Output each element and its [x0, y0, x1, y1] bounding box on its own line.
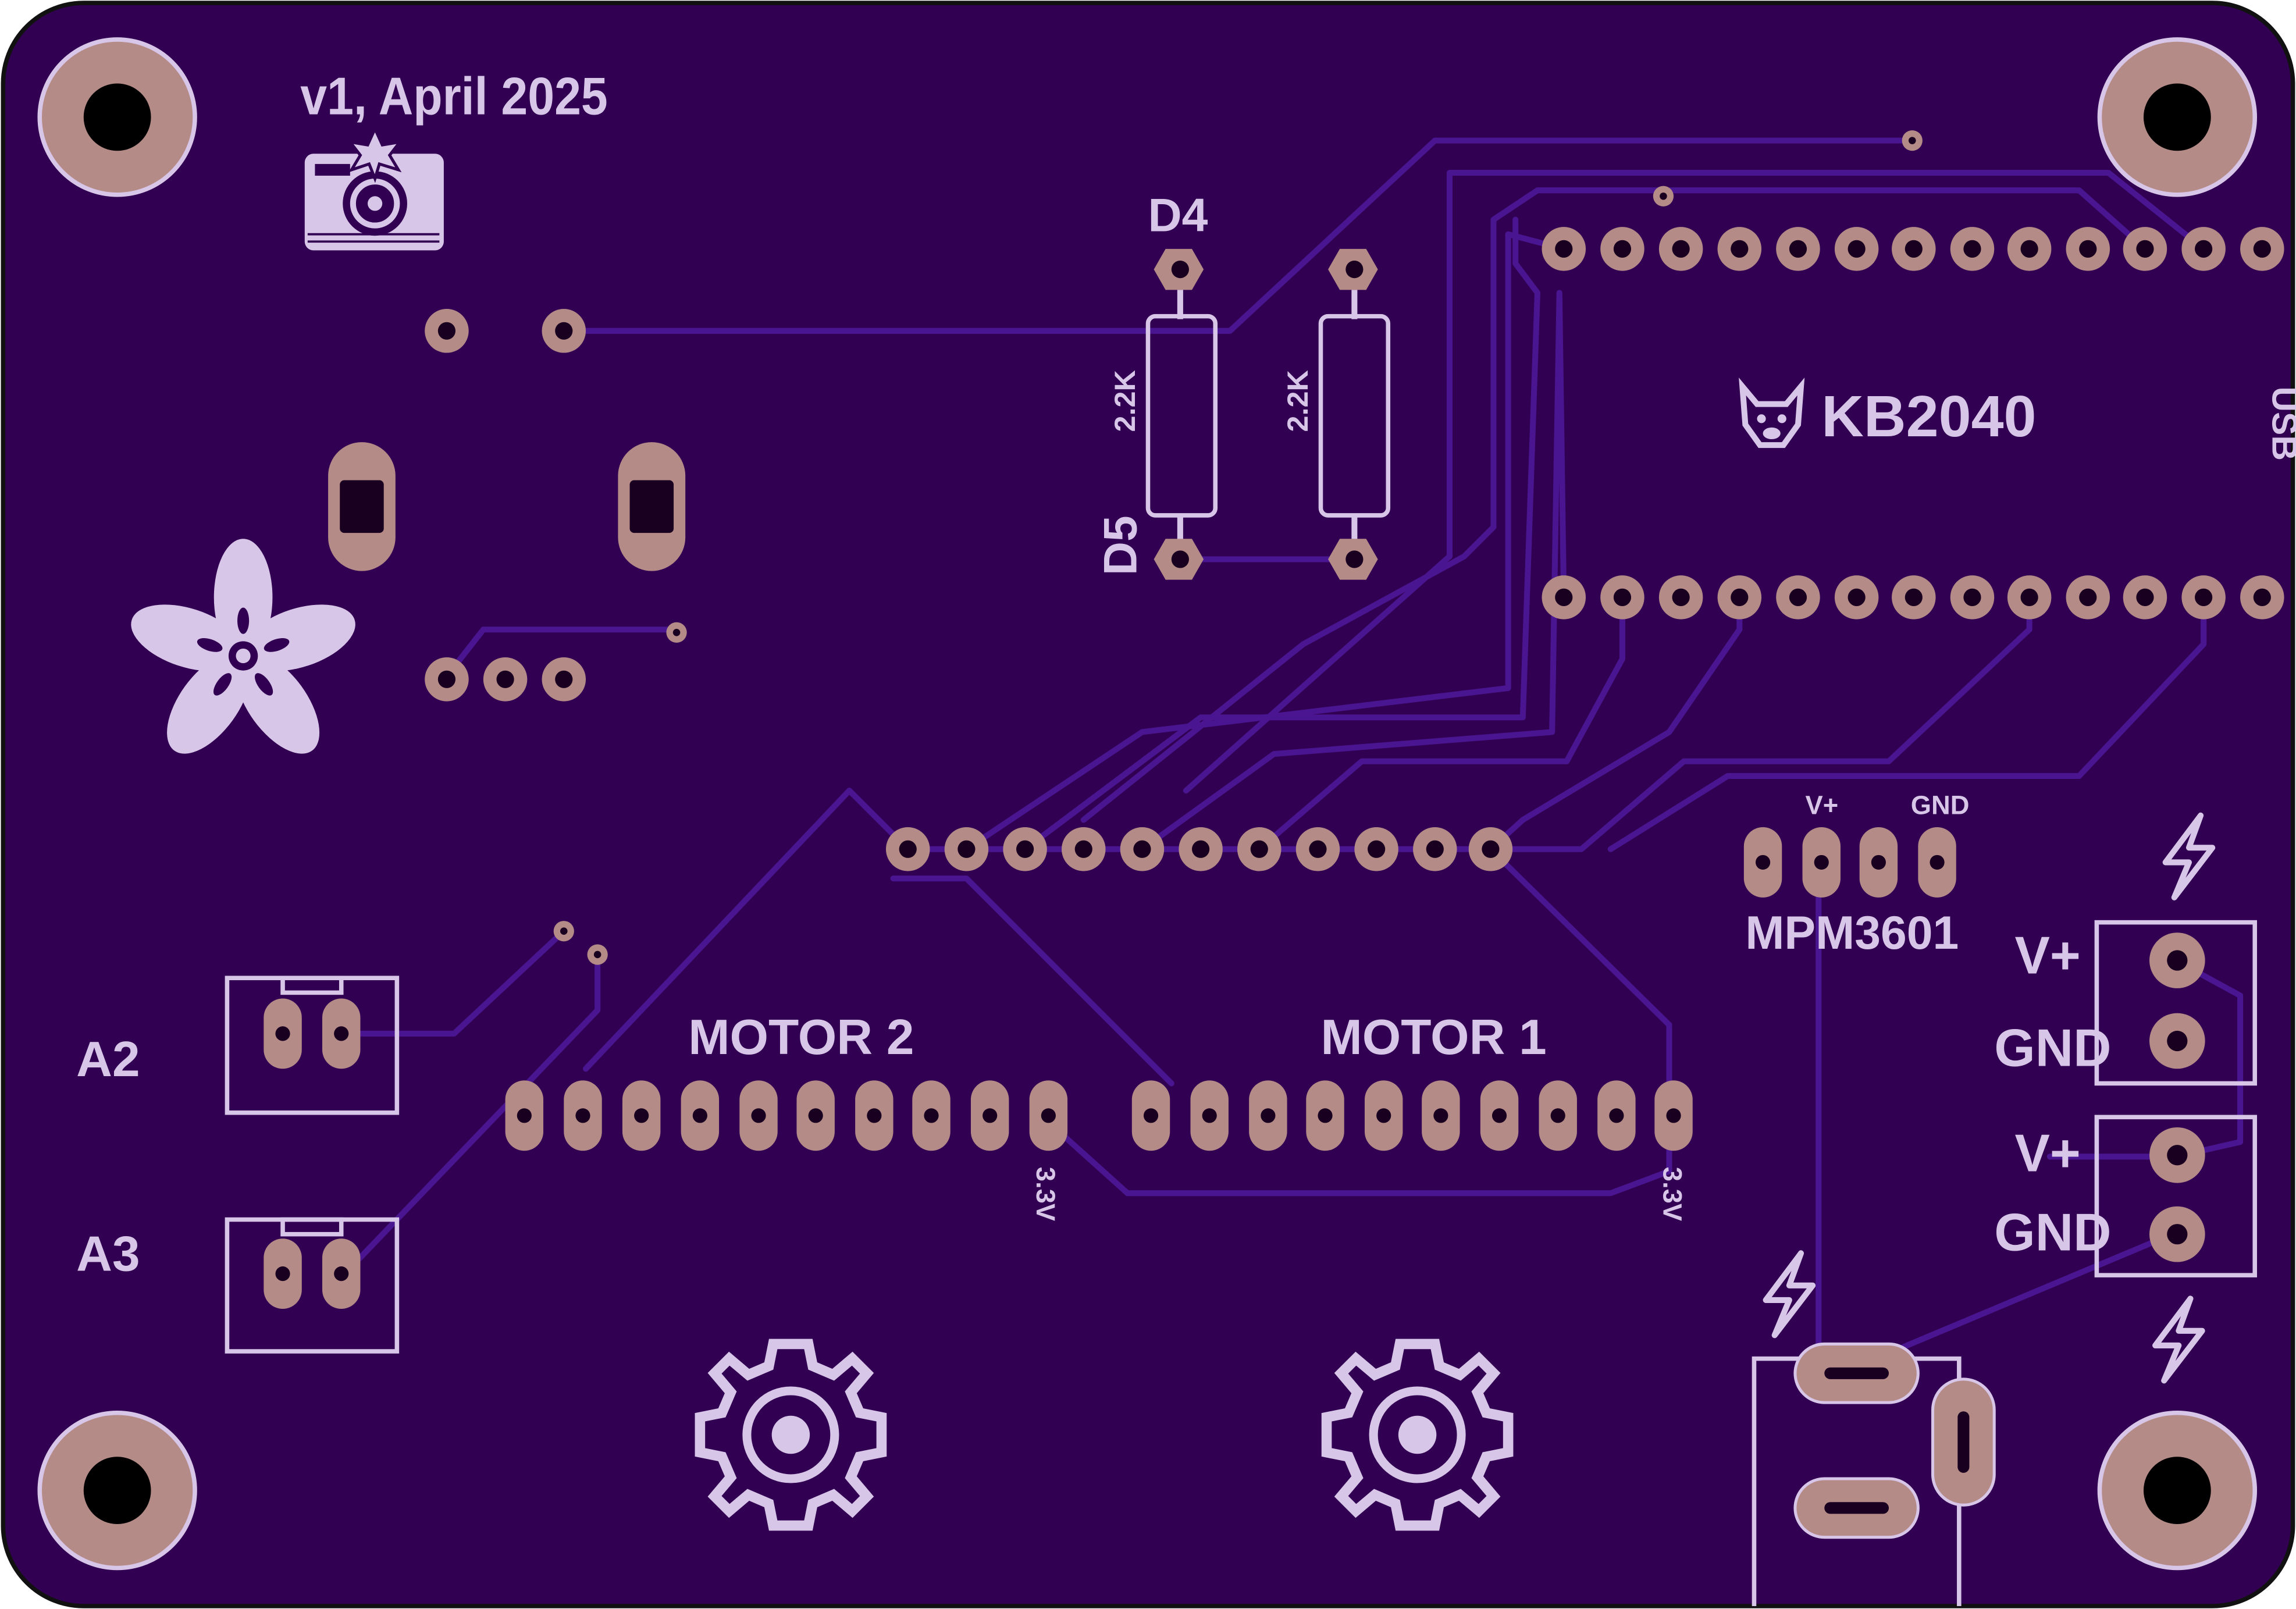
motor1-label: MOTOR 1: [1320, 1010, 1546, 1065]
kb2040-bottom-row-pins: [1542, 575, 2284, 620]
version-label: v1, April 2025: [300, 67, 608, 126]
motor1-voltage-label: 3.3V: [1657, 1167, 1687, 1221]
regulator-vplus-label: V+: [1806, 790, 1839, 820]
two-pin-header: [425, 309, 586, 353]
r1-value-label: 2.2K: [1108, 370, 1141, 432]
kb2040-top-row-pins: [1542, 227, 2284, 271]
mounting-holes: [37, 37, 2258, 1571]
terminal-block-1: [2094, 920, 2258, 1086]
terminal2-gnd-label: GND: [1994, 1203, 2111, 1262]
breakout-header-pins: [885, 827, 1513, 871]
terminal1-vplus-label: V+: [2014, 927, 2080, 985]
dc-barrel-jack: [1752, 1342, 1996, 1606]
r2-value-label: 2.2K: [1281, 370, 1314, 432]
terminal1-gnd-label: GND: [1994, 1019, 2111, 1077]
camera-icon: [304, 125, 444, 251]
terminal-block-2: [2094, 1115, 2258, 1277]
three-pin-header: [425, 657, 586, 702]
kb2040-label: KB2040: [1821, 384, 2036, 449]
a3-connector: [225, 1217, 400, 1354]
d4-label: D4: [1148, 190, 1208, 242]
terminal2-vplus-label: V+: [2014, 1124, 2080, 1183]
motor2-label: MOTOR 2: [688, 1010, 914, 1065]
resistor-r2: 2.2K: [1281, 248, 1391, 580]
resistor-d4: D4 2.2K D5: [1094, 190, 1218, 580]
a2-connector: [225, 976, 400, 1115]
d5-label: D5: [1094, 515, 1147, 575]
regulator-label: MPM3601: [1745, 907, 1959, 959]
regulator-gnd-label: GND: [1911, 790, 1970, 820]
adafruit-flower-logo: [131, 539, 355, 754]
usb-label: USB: [2265, 386, 2296, 461]
kb2040-logo: [1739, 378, 1805, 448]
a3-label: A3: [76, 1227, 140, 1282]
motor2-voltage-label: 3.3V: [1031, 1167, 1060, 1221]
a2-label: A2: [76, 1032, 140, 1087]
vias: [553, 130, 1923, 965]
switch-pads: [328, 442, 686, 571]
